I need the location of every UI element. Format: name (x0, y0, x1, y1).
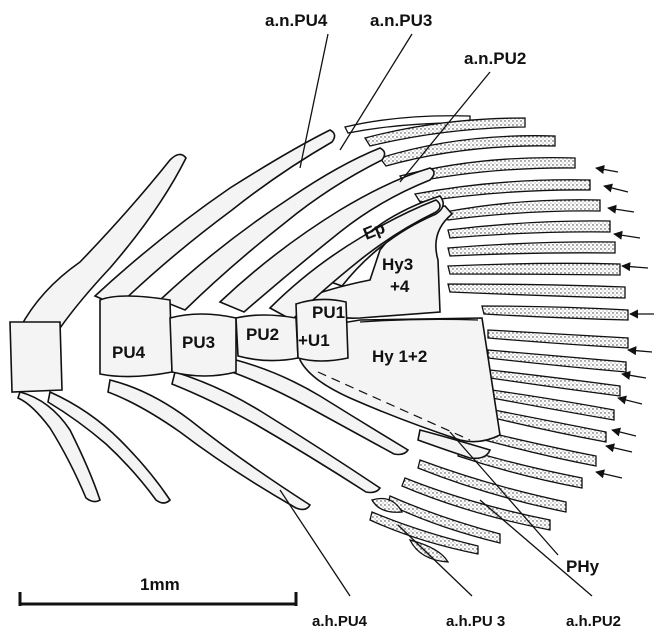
leader-ahpu2 (480, 500, 592, 596)
arrow-icon (622, 266, 648, 268)
label-pu1: PU1 (312, 303, 345, 322)
arrow-icon (612, 430, 636, 436)
label-u1: +U1 (298, 331, 330, 350)
label-hy3: Hy3 (382, 255, 413, 274)
label-ahpu2: a.h.PU2 (566, 613, 621, 630)
centrum-anterior (10, 322, 62, 392)
arrow-icon (618, 398, 642, 404)
label-pu2: PU2 (246, 325, 279, 344)
label-ahpu4: a.h.PU4 (312, 613, 368, 630)
label-ahpu3: a.h.PU 3 (446, 613, 505, 630)
arrow-icon (622, 374, 646, 378)
arrow-icon (608, 208, 634, 212)
arrow-icon (628, 350, 652, 352)
label-pu4: PU4 (112, 343, 146, 362)
label-hy4: +4 (390, 277, 410, 296)
leader-ahpu4 (280, 490, 350, 596)
centrum-pu4 (100, 296, 172, 377)
arrow-icon (614, 234, 640, 238)
arrow-icon (596, 472, 622, 478)
arrow-icon (606, 446, 632, 452)
label-phy: PHy (566, 557, 600, 576)
arrow-icon (604, 186, 628, 192)
scale-bar: 1mm (20, 575, 296, 606)
arrow-icon (596, 168, 618, 172)
label-anpu2: a.n.PU2 (464, 49, 526, 68)
scale-bar-label: 1mm (140, 575, 180, 594)
label-anpu3: a.n.PU3 (370, 11, 432, 30)
label-anpu4: a.n.PU4 (265, 11, 328, 30)
label-hy12: Hy 1+2 (372, 347, 427, 366)
label-pu3: PU3 (182, 333, 215, 352)
